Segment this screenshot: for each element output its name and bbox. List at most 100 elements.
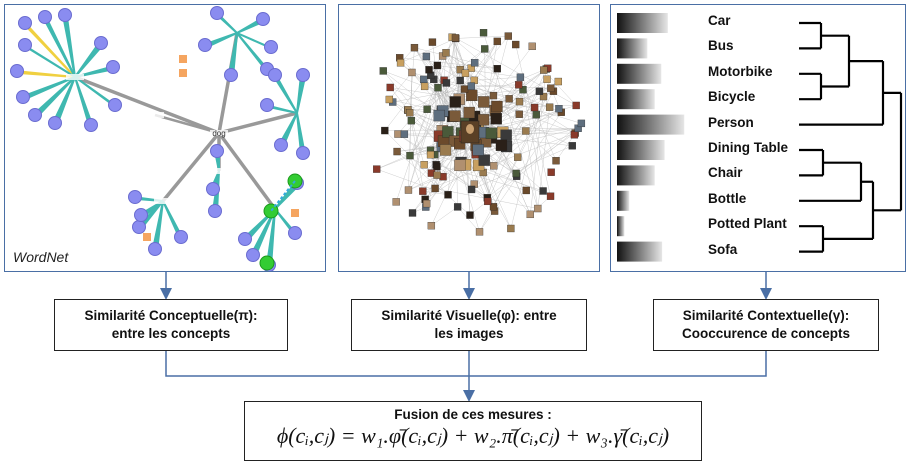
similarity-edge [437,65,472,87]
image-thumbnail [546,192,555,200]
image-thumbnail [420,82,429,91]
cooccurrence-bar [617,216,625,237]
wordnet-graph: dog [10,6,310,271]
image-thumbnail [373,165,381,173]
image-thumbnail [539,187,547,195]
image-thumbnail [433,163,441,171]
hypernym-edge [217,131,277,211]
image-thumbnail [568,142,576,150]
image-thumbnail [535,87,544,95]
image-thumbnail [379,67,387,75]
concept-node [18,16,32,30]
hub-label-bg [210,130,228,136]
concept-node-orange [179,69,187,77]
concept-node [206,182,220,196]
similarity-edge [451,37,472,87]
image-thumbnail [515,97,524,106]
image-thumbnail [552,157,560,165]
concept-node [128,190,142,204]
hypernym-edge [218,111,298,135]
image-thumbnail [449,110,461,122]
hub-label-bg [146,112,164,118]
contextual-line2: Cooccurence de concepts [681,326,851,341]
image-thumbnail [407,117,416,125]
image-thumbnail [519,86,527,94]
image-thumbnail [543,75,551,83]
dog-node-label: dog [212,129,225,138]
image-thumbnail [381,126,389,135]
similarity-edge [487,123,582,198]
similarity-edge [389,87,409,110]
visual-graph-panel [338,4,600,272]
image-thumbnail [493,37,501,46]
concept-label: Car [708,13,731,28]
conceptual-line2: entre les concepts [111,326,231,341]
image-thumbnail [454,159,466,171]
image-thumbnail [453,203,462,211]
image-thumbnail [408,68,416,77]
image-thumbnail [577,119,586,128]
image-thumbnail [442,126,454,138]
hypernym-edge [74,75,220,135]
concept-node [16,90,30,104]
concept-node [210,144,224,158]
image-thumbnail [471,59,479,67]
concept-label: Bottle [708,190,747,206]
image-thumbnail [393,147,401,156]
image-thumbnail [396,59,405,67]
contextual-dendrogram-panel [610,4,906,272]
image-thumbnail [478,96,490,108]
visual-line1: Similarité Visuelle(φ): entre [381,308,557,323]
similarity-edge [445,52,472,69]
concept-node [28,108,42,122]
image-thumbnail [467,185,476,194]
image-thumbnail [505,95,513,103]
similarity-edge [392,88,465,103]
similarity-edge [389,72,413,100]
visual-line2: les images [434,326,504,341]
image-thumbnail [532,111,540,119]
image-thumbnail [426,151,435,159]
cooccurrence-bar [617,63,662,84]
concept-node [134,208,148,222]
cooccurrence-bar [617,241,663,262]
concept-node [38,10,52,24]
image-thumbnail [408,209,417,217]
image-thumbnail [522,186,530,195]
concept-node-orange [291,209,299,217]
image-thumbnail [427,222,436,230]
similarity-edge [383,70,425,87]
concept-label: Bicycle [708,89,756,105]
image-thumbnail [449,96,461,108]
image-thumbnail [406,151,414,160]
image-thumbnail [444,191,452,199]
image-thumbnail [410,43,419,52]
image-thumbnail [540,66,548,74]
image-thumbnail [528,42,536,51]
image-thumbnail [461,69,470,77]
contextual-similarity-box: Similarité Contextuelle(γ): Cooccurence … [653,299,879,351]
concept-node [148,242,162,256]
concept-label: Bus [708,38,734,54]
image-thumbnail [420,161,428,169]
concept-node [106,60,120,74]
image-thumbnail [431,184,439,193]
similarity-edge [471,84,519,87]
image-thumbnail [481,45,489,53]
image-thumbnail [422,199,431,208]
concept-label: Chair [708,165,743,181]
merge-line [165,351,767,377]
similarity-edge [447,69,461,195]
concept-node [264,40,278,54]
image-thumbnail [512,40,520,49]
similarity-edge [409,87,439,156]
similarity-edge [414,47,445,81]
similarity-edge [520,77,544,192]
hypernym-edge [154,113,220,135]
similarity-edge [445,52,494,96]
similarity-edge [395,52,447,202]
similarity-edge [399,57,498,69]
image-thumbnail [386,83,394,92]
image-thumbnail [425,66,433,74]
image-thumbnail [534,204,542,213]
